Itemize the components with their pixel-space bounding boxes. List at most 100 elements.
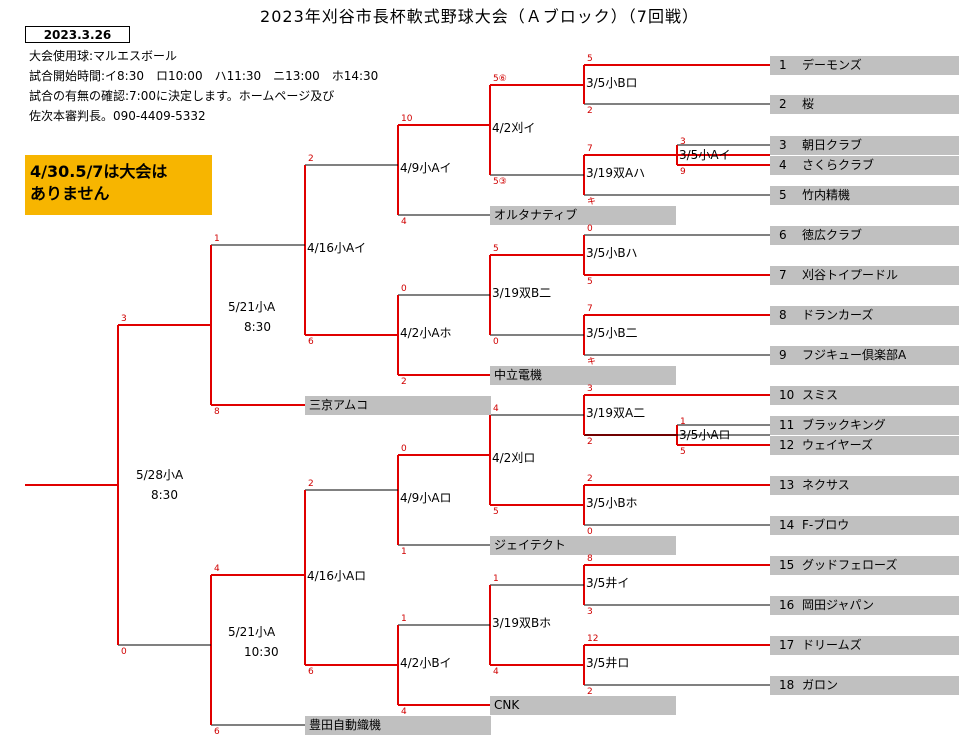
notice-line: ありません [30, 184, 110, 203]
score-label: 10 [401, 114, 413, 124]
team-row: 14 F-ブロウ [770, 516, 959, 535]
team-number: 5 [779, 188, 787, 202]
score-label: 5 [680, 447, 686, 457]
team-name: デーモンズ [802, 58, 862, 72]
match-label: 4/2刈ロ [492, 451, 536, 465]
team-number: 14 [779, 518, 795, 532]
match-label: 8:30 [244, 320, 271, 334]
score-label: 4 [493, 667, 499, 677]
score-label: 4 [401, 707, 407, 717]
team-row: 16 岡田ジャパン [770, 596, 959, 615]
score-label: 4 [214, 564, 220, 574]
score-label: 0 [587, 224, 593, 234]
seed-team: オルタナティブ [490, 206, 676, 225]
team-number: 18 [779, 678, 795, 692]
score-label: 3 [121, 314, 127, 324]
match-label: 5/28小A [136, 468, 184, 482]
match-label: 4/16小Aロ [307, 568, 367, 583]
match-label: 4/2刈イ [492, 121, 536, 135]
score-label: 4 [401, 217, 407, 227]
team-number: 16 [779, 598, 795, 612]
team-number: 11 [779, 418, 795, 432]
score-label: 2 [308, 154, 314, 164]
team-number: 17 [779, 638, 795, 652]
team-number: 4 [779, 158, 787, 172]
team-name: ネクサス [802, 478, 850, 492]
team-name: さくらクラブ [802, 158, 875, 172]
score-label: 2 [587, 687, 593, 697]
team-row: 17 ドリームズ [770, 636, 959, 655]
score-label: 3 [587, 384, 593, 394]
score-label: 12 [587, 634, 599, 644]
date-box: 2023.3.26 [25, 26, 130, 43]
team-name: ドランカーズ [802, 308, 874, 322]
score-label: 1 [493, 574, 499, 584]
info-start-times: 試合開始時間:イ8:30 ロ10:00 ハ11:30 ニ13:00 ホ14:30 [29, 69, 379, 83]
team-number: 8 [779, 308, 787, 322]
match-label: 3/5小Bロ [586, 75, 638, 90]
team-name: ガロン [802, 678, 839, 692]
score-label: 0 [121, 647, 127, 657]
score-label: 5 [587, 54, 593, 64]
team-name: ブラックキング [802, 418, 886, 432]
seed-team: ジェイテクト [490, 536, 676, 555]
score-label: 1 [401, 614, 407, 624]
score-label: 1 [214, 234, 220, 244]
score-label: 7 [587, 304, 593, 314]
seed-team: 豊田自動織機 [305, 716, 491, 735]
team-number: 12 [779, 438, 795, 452]
team-number: 7 [779, 268, 787, 282]
team-name: グッドフェローズ [802, 558, 898, 572]
score-label: 5 [493, 244, 499, 254]
score-label: 6 [308, 337, 314, 347]
notice-line: 4/30.5/7は大会は [30, 162, 168, 181]
team-name: F-ブロウ [802, 518, 850, 532]
match-label: 3/5小Aロ [679, 428, 731, 442]
match-label: 5/21小A [228, 625, 276, 639]
team-name: 岡田ジャパン [802, 598, 875, 612]
team-name: 桜 [802, 97, 815, 111]
info-referee: 佐次本審判長。090-4409-5332 [29, 109, 206, 123]
match-label: 3/19双Aハ [586, 166, 646, 180]
score-label: 2 [587, 437, 593, 447]
team-row: 18 ガロン [770, 676, 959, 695]
match-label: 3/19双Bホ [492, 616, 552, 630]
team-row: 13 ネクサス [770, 476, 959, 495]
match-label: 3/5井ロ [586, 656, 630, 670]
score-label: 6 [214, 727, 220, 737]
team-row: 3 朝日クラブ [770, 136, 959, 155]
seed-team: CNK [490, 696, 676, 715]
score-label: 1 [680, 417, 686, 427]
team-name: ドリームズ [802, 638, 862, 652]
team-number: 1 [779, 58, 787, 72]
team-number: 3 [779, 138, 787, 152]
score-label: 3 [680, 137, 686, 147]
score-label: 2 [308, 479, 314, 489]
team-row: 1 デーモンズ [770, 56, 959, 75]
score-label: 5③ [493, 177, 507, 187]
score-label: 6 [308, 667, 314, 677]
score-label: 8 [214, 407, 220, 417]
score-label: 2 [587, 106, 593, 116]
score-label: 4 [493, 404, 499, 414]
team-name: スミス [802, 388, 839, 402]
score-label: 1 [401, 547, 407, 557]
page-title: 2023年刈谷市長杯軟式野球大会（Ａブロック）（7回戦） [260, 7, 699, 26]
match-label: 4/9小Aロ [400, 491, 452, 505]
match-label: 3/5小Aイ [679, 148, 731, 162]
team-number: 13 [779, 478, 795, 492]
score-label: 0 [401, 444, 407, 454]
team-number: 9 [779, 348, 787, 362]
notice-box: 4/30.5/7は大会は ありません [25, 155, 212, 215]
match-label: 3/19双A二 [586, 406, 646, 420]
team-name: 朝日クラブ [802, 138, 863, 152]
score-label: 0 [587, 527, 593, 537]
match-label: 4/2小Bイ [400, 656, 452, 670]
